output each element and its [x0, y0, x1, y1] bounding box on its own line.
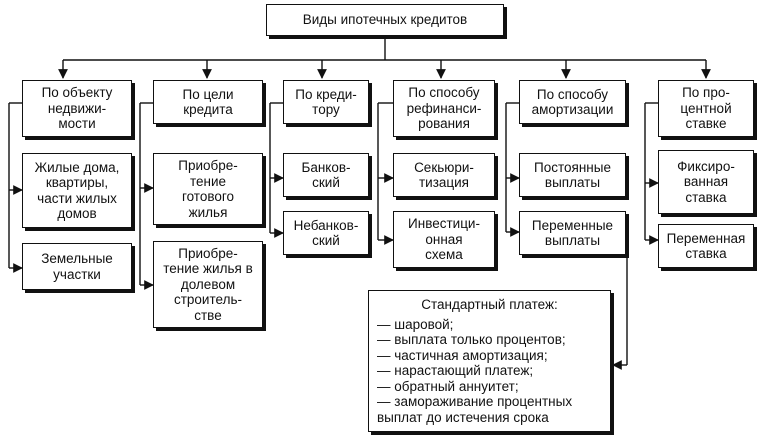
item-residential-box: Жилые дома, квартиры, части жилых домов: [22, 153, 132, 228]
category-lender-label: По креди- тору: [295, 86, 357, 118]
item-securitization-box: Секьюри- тизация: [393, 153, 495, 197]
payment-type-item: — нарастающий платеж;: [377, 363, 534, 378]
payment-type-item: — шаровой;: [377, 316, 454, 332]
category-rate-box: По про- центной ставке: [658, 80, 754, 137]
diagram-title-box: Виды ипотечных кредитов: [266, 4, 504, 36]
payment-type-item: — замораживание процентных выплат до ист…: [377, 394, 573, 425]
category-amortization-box: По способу амортизации: [519, 80, 626, 124]
category-rate-label: По про- центной ставке: [680, 85, 732, 132]
item-nonbank-box: Небанков- ский: [283, 211, 369, 255]
category-purpose-box: По цели кредита: [153, 80, 263, 124]
item-investment-scheme-box: Инвестици- онная схема: [393, 211, 495, 268]
diagram-title: Виды ипотечных кредитов: [302, 12, 468, 28]
item-bank-label: Банков- ский: [301, 159, 351, 191]
payment-type-item: — выплата только процентов;: [377, 332, 566, 347]
category-refinancing-box: По способу рефинанси- рования: [393, 80, 495, 137]
item-constant-payments-box: Постоянные выплаты: [519, 153, 626, 197]
standard-payment-title: Стандартный платеж:: [421, 297, 558, 312]
item-investment-scheme-label: Инвестици- онная схема: [408, 216, 480, 263]
category-object-label: По объекту недвижи- мости: [41, 85, 113, 132]
payment-type-item: — частичная амортизация;: [377, 347, 548, 363]
item-variable-rate-box: Переменная ставка: [658, 224, 754, 268]
item-bank-box: Банков- ский: [283, 153, 369, 197]
payment-type-item: — обратный аннуитет;: [377, 378, 519, 394]
item-variable-payments-box: Переменные выплаты: [519, 211, 626, 255]
item-variable-rate-label: Переменная ставка: [666, 230, 746, 262]
item-securitization-label: Секьюри- тизация: [414, 159, 474, 191]
item-constant-payments-label: Постоянные выплаты: [534, 159, 611, 191]
item-ready-housing-label: Приобре- тение готового жилья: [178, 158, 238, 220]
item-land-label: Земельные участки: [41, 251, 113, 282]
standard-payment-box: Стандартный платеж: — шаровой; — выплата…: [368, 290, 611, 432]
item-fixed-rate-label: Фиксиро- ванная ставка: [677, 158, 735, 205]
item-variable-payments-label: Переменные выплаты: [531, 217, 614, 249]
item-shared-construction-label: Приобре- тение жилья в долевом строитель…: [163, 245, 253, 323]
category-amortization-label: По способу амортизации: [531, 86, 614, 118]
category-lender-box: По креди- тору: [283, 80, 369, 124]
item-nonbank-label: Небанков- ский: [293, 217, 359, 249]
category-object-box: По объекту недвижи- мости: [22, 80, 132, 137]
item-fixed-rate-box: Фиксиро- ванная ставка: [658, 150, 754, 214]
category-refinancing-label: По способу рефинанси- рования: [406, 85, 482, 132]
item-land-box: Земельные участки: [22, 243, 132, 290]
item-ready-housing-box: Приобре- тение готового жилья: [153, 153, 263, 225]
item-residential-label: Жилые дома, квартиры, части жилых домов: [34, 159, 120, 222]
item-shared-construction-box: Приобре- тение жилья в долевом строитель…: [153, 241, 263, 328]
category-purpose-label: По цели кредита: [182, 86, 234, 118]
